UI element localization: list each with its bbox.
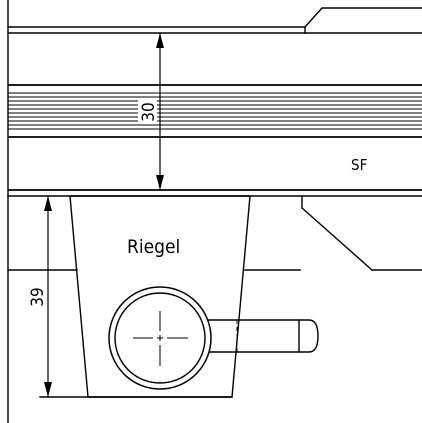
right-slot [301, 195, 422, 271]
latch-body [7, 195, 301, 398]
dimension-39-label: 39 [28, 287, 48, 306]
dimension-30: 30 [138, 33, 164, 190]
latch-pin [204, 319, 319, 353]
part-label: Riegel [127, 236, 180, 258]
grip-hatching [8, 84, 422, 138]
dimension-30-label: 30 [139, 102, 159, 121]
dimension-39: 39 [28, 196, 52, 397]
knob [108, 286, 212, 390]
upper-rail [7, 0, 422, 423]
frame-label: SF [351, 156, 367, 174]
